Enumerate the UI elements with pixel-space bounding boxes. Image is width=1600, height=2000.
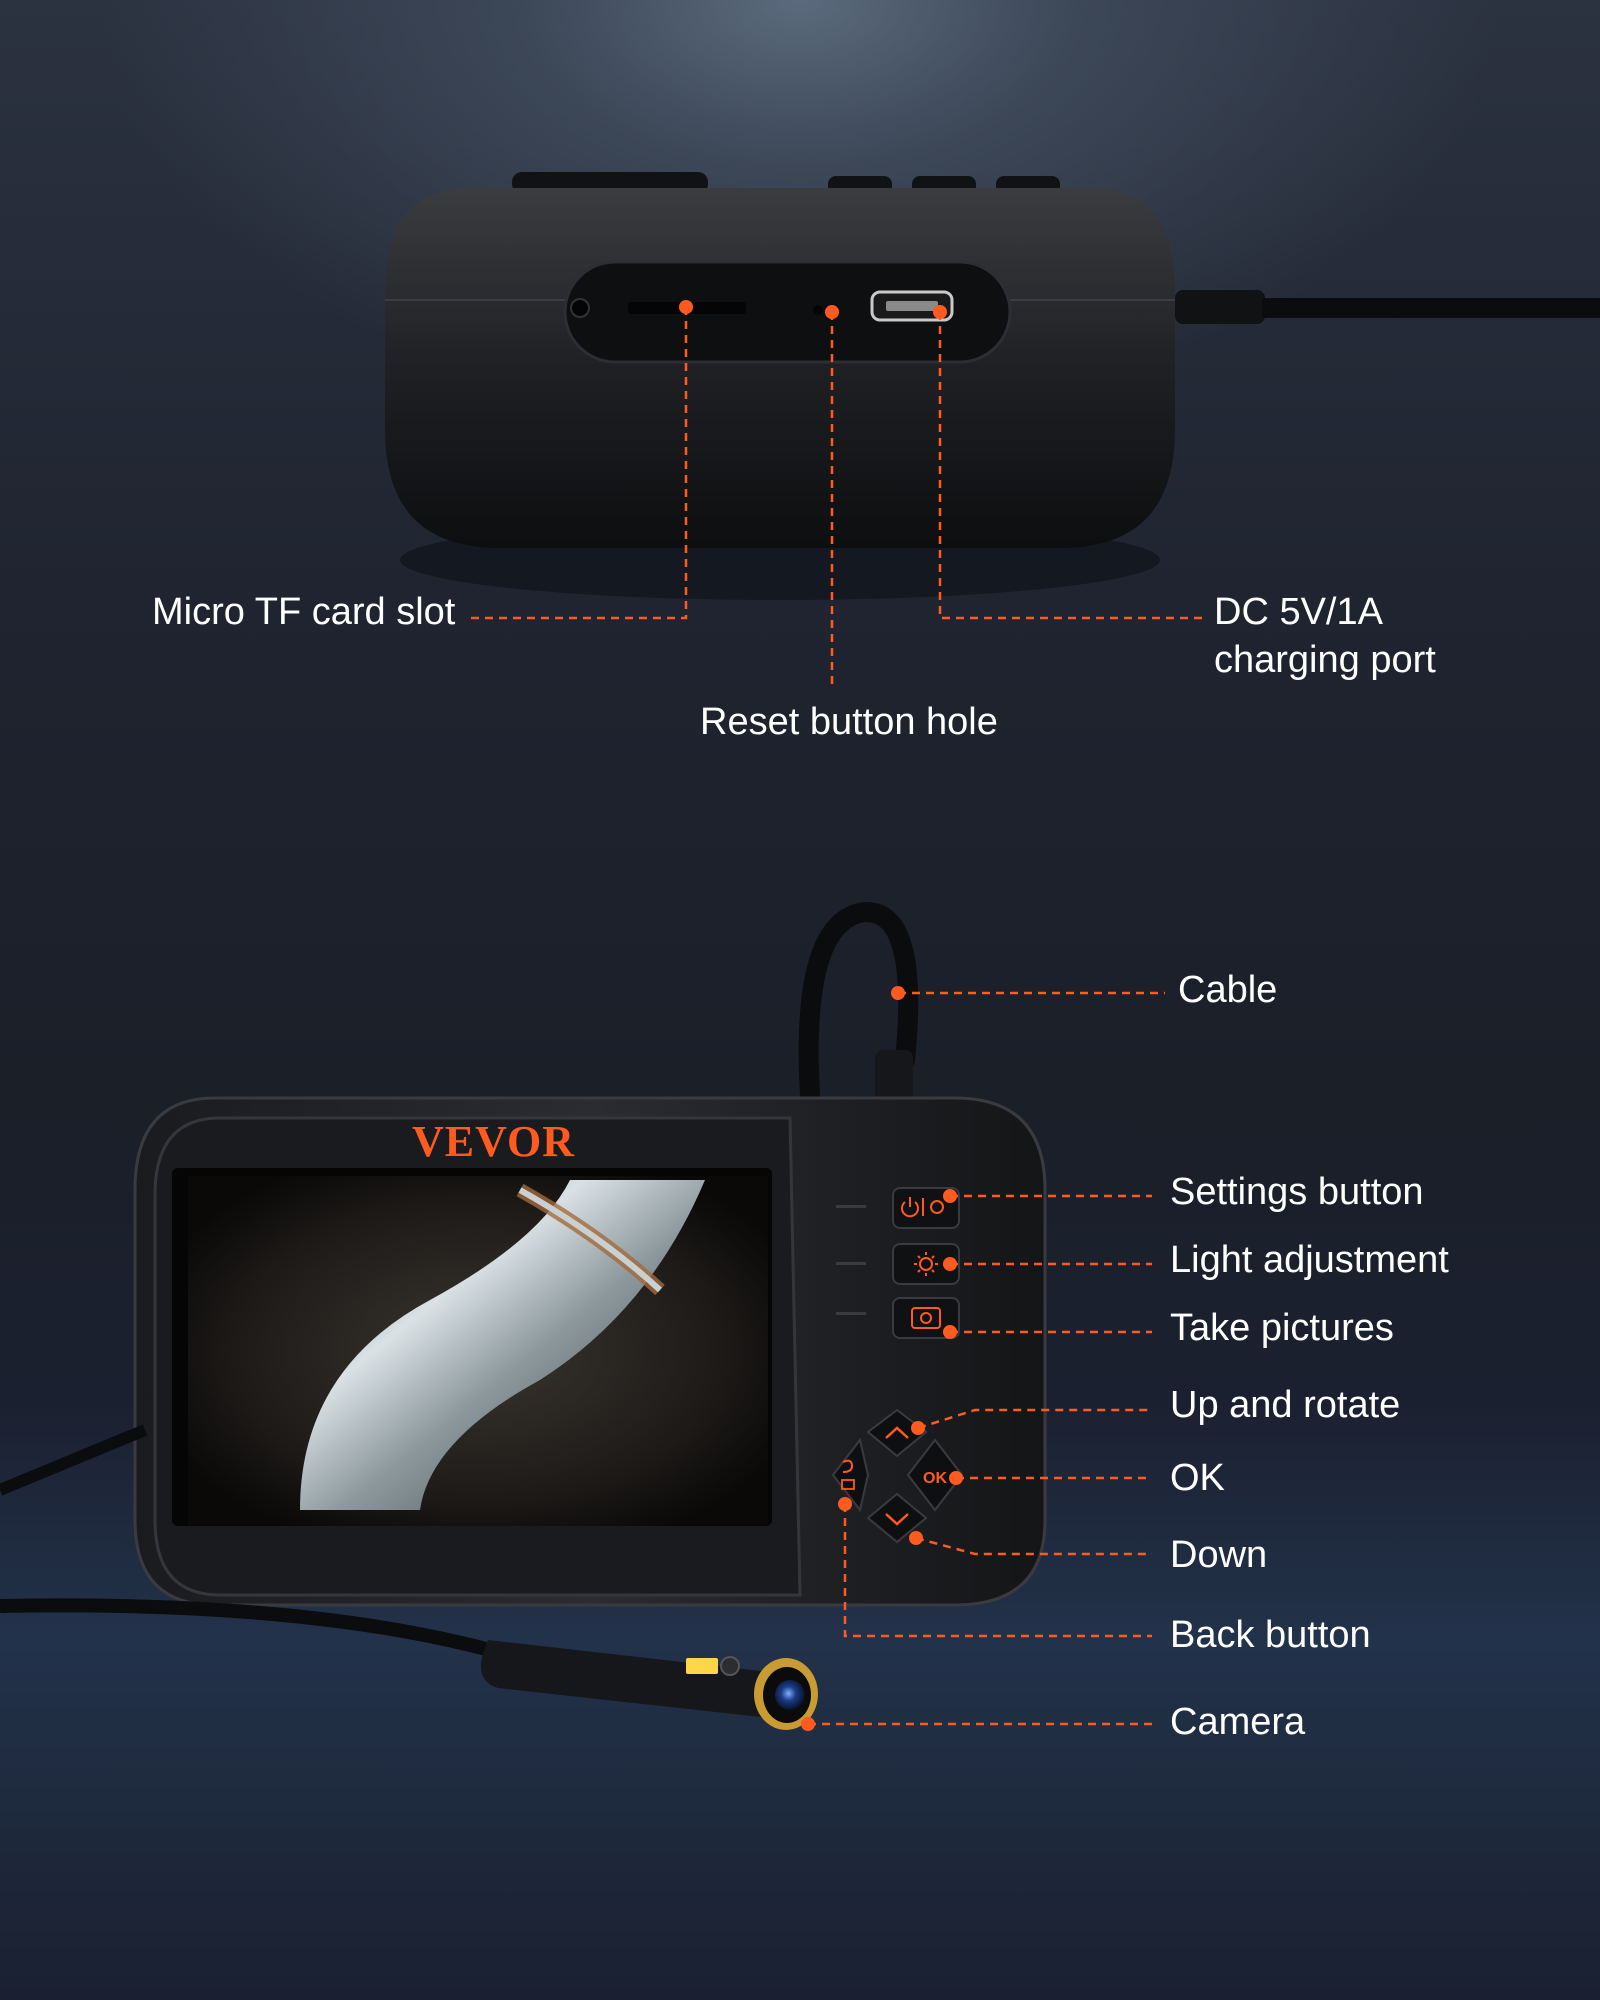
label-camera: Camera: [1170, 1701, 1306, 1743]
label-down: Down: [1170, 1534, 1268, 1576]
label-micro-tf-card-slot: Micro TF card slot: [152, 591, 456, 633]
label-ok: OK: [1170, 1457, 1225, 1499]
bottom-callout-dots: [801, 986, 963, 1731]
take-pictures-button[interactable]: [892, 1297, 960, 1339]
label-charging-port-line1: DC 5V/1A: [1214, 591, 1383, 633]
device-front-view: OK: [0, 902, 1047, 1730]
light-adjustment-button[interactable]: [892, 1243, 960, 1285]
top-callout-dots: [679, 300, 947, 319]
label-take-pictures: Take pictures: [1170, 1307, 1394, 1349]
image-icon: [841, 1479, 855, 1490]
chevron-down-icon: [885, 1513, 909, 1526]
down-button[interactable]: [866, 1492, 928, 1544]
label-back-button: Back button: [1170, 1614, 1371, 1656]
sun-icon: [914, 1252, 938, 1276]
ok-button-label: OK: [923, 1470, 947, 1487]
top-leader-lines: [470, 307, 1205, 690]
label-light-adjustment: Light adjustment: [1170, 1239, 1449, 1281]
bottom-leader-lines: [808, 991, 1165, 1726]
camera-probe: [480, 1640, 818, 1730]
brand-logo: VEVOR: [412, 1117, 576, 1166]
device-bottom-view: [385, 172, 1600, 600]
back-button[interactable]: [831, 1437, 870, 1513]
label-up-and-rotate: Up and rotate: [1170, 1384, 1401, 1426]
power-settings-icon: [901, 1197, 944, 1218]
label-settings-button: Settings button: [1170, 1171, 1424, 1213]
settings-button[interactable]: [892, 1187, 960, 1229]
back-icon: [842, 1459, 854, 1473]
ok-button[interactable]: OK: [906, 1438, 964, 1512]
chevron-up-icon: [885, 1426, 909, 1439]
camera-icon: [911, 1307, 941, 1329]
label-charging-port-line2: charging port: [1214, 639, 1436, 681]
label-reset-button-hole: Reset button hole: [700, 701, 998, 743]
label-cable: Cable: [1178, 969, 1278, 1011]
